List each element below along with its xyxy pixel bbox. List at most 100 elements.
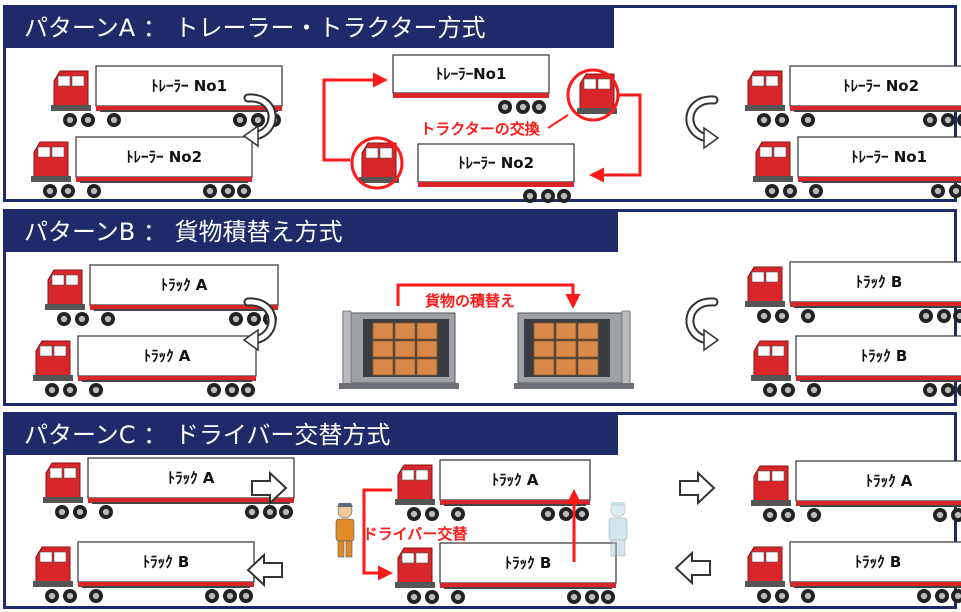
panel-c-right-truck-1: ﾄﾗｯｸ A [751, 460, 961, 522]
arrow-head [242, 328, 259, 352]
cab-window [751, 551, 765, 563]
panel-a-center-trailer-1: ﾄﾚｰﾗｰNo1 [392, 54, 550, 114]
panel-c-left-arrow-right [251, 470, 288, 506]
bumper [751, 375, 791, 381]
panel-c-left-truck-1: ﾄﾗｯｸ A [43, 457, 295, 519]
cab-window [751, 75, 765, 87]
bumper [745, 581, 785, 587]
truck-label: ﾄﾚｰﾗｰ No2 [843, 77, 919, 95]
truck-label: ﾄﾗｯｸ A [492, 471, 539, 489]
trailer-stripe [88, 498, 294, 503]
truck-label: ﾄﾚｰﾗｰ No1 [851, 148, 927, 166]
bumper [33, 581, 73, 587]
panel-b-left-truck-2: ﾄﾗｯｸ A [33, 335, 257, 397]
panel-b-right-truck-2: ﾄﾗｯｸ B [751, 335, 961, 397]
bumper [31, 176, 71, 182]
panel-b-right-rotate-arrow [685, 297, 720, 352]
bumper [745, 301, 785, 307]
cab-window [583, 78, 597, 90]
panel-a-left-rotate-arrow [242, 93, 277, 148]
cargo-box [372, 358, 394, 376]
panel-a-center-label: トラクターの交換 [420, 120, 540, 138]
panel-b-left-truck-1: ﾄﾗｯｸ A [45, 264, 279, 326]
bumper [45, 304, 85, 310]
wheel [957, 383, 961, 397]
bumper [395, 499, 435, 505]
cargo-box [577, 358, 599, 376]
panel-b-center-label: 貨物の積替え [425, 292, 515, 310]
bumper [33, 375, 73, 381]
trailer-box [789, 65, 961, 107]
cab-window [401, 552, 415, 564]
arrow-head [703, 328, 720, 352]
cargo-box [416, 322, 438, 340]
trailer-box [75, 136, 253, 178]
cab-window [49, 467, 63, 479]
cargo-box [372, 340, 394, 358]
truck-label: ﾄﾗｯｸ B [856, 273, 903, 291]
bumper [395, 582, 435, 588]
panel-c-center-truck-1: ﾄﾗｯｸ A [395, 459, 591, 521]
trailer-box [797, 136, 961, 178]
container-door [342, 310, 352, 386]
bumper [577, 108, 617, 114]
arrow-head [703, 126, 720, 150]
trailer-box [789, 261, 961, 303]
panel-c-red-arrow-left [362, 488, 393, 581]
trailer-stripe [796, 501, 961, 506]
panel-c-title: パターンC ： ドライバー交替方式 [6, 415, 618, 455]
panel-c-center-truck-2: ﾄﾗｯｸ B [395, 542, 617, 604]
trailer-stripe [790, 582, 961, 587]
panel-a-title: パターンA ： トレーラー・トラクター方式 [6, 8, 614, 48]
cargo-box [394, 340, 416, 358]
panel-b-red-arrow [396, 283, 581, 309]
panel-c-center-label: ドライバー交替 [363, 525, 469, 543]
cab-window [751, 271, 765, 283]
panel-b-right-truck-1: ﾄﾗｯｸ B [745, 261, 961, 323]
cab-window [759, 146, 773, 158]
cab-window [57, 75, 71, 87]
cab-window [365, 147, 379, 159]
bumper [751, 500, 791, 506]
panel-a-right-truck-1: ﾄﾚｰﾗｰ No2 [745, 65, 961, 127]
person-cap [610, 502, 626, 506]
cargo-box [533, 340, 555, 358]
cab-window [37, 146, 51, 158]
cargo-box [555, 358, 577, 376]
cargo-box [555, 340, 577, 358]
panel-c-right-arrow-right [679, 470, 716, 506]
trailer-stripe [78, 376, 256, 381]
cargo-box [394, 322, 416, 340]
person-body [608, 517, 628, 541]
cargo-box [555, 322, 577, 340]
panel-b-title: パターンB ： 貨物積替え方式 [6, 212, 618, 252]
trailer-box [439, 459, 591, 501]
truck-label: ﾄﾗｯｸ A [168, 469, 215, 487]
trailer-stripe [440, 500, 590, 505]
trailer-stripe [790, 302, 961, 307]
panel-c-driver-icon [335, 503, 355, 558]
bumper [753, 176, 793, 182]
bumper [43, 497, 83, 503]
panel-c-right-truck-2: ﾄﾗｯｸ B [745, 541, 961, 603]
truck-label: ﾄﾚｰﾗｰ No1 [151, 77, 227, 95]
panel-b-container-left [339, 310, 459, 389]
person-body [335, 518, 355, 542]
trailer-stripe [440, 583, 616, 588]
bumper [51, 105, 91, 111]
panel-c-ghost-driver-icon [608, 502, 628, 557]
trailer-stripe [393, 93, 549, 98]
panel-b-container-right [514, 310, 634, 389]
truck-label: ﾄﾗｯｸ B [143, 553, 190, 571]
truck-label: ﾄﾚｰﾗｰ No2 [126, 148, 202, 166]
trailer-box [77, 335, 257, 377]
cargo-box [416, 340, 438, 358]
wheel [957, 113, 961, 127]
trailer-box [417, 143, 575, 183]
trailer-stripe [96, 106, 282, 111]
truck-label: ﾄﾗｯｸ B [855, 553, 902, 571]
cargo-box [533, 322, 555, 340]
trailer-stripe [90, 305, 278, 310]
person-cap [337, 503, 353, 507]
person-head [610, 502, 626, 518]
